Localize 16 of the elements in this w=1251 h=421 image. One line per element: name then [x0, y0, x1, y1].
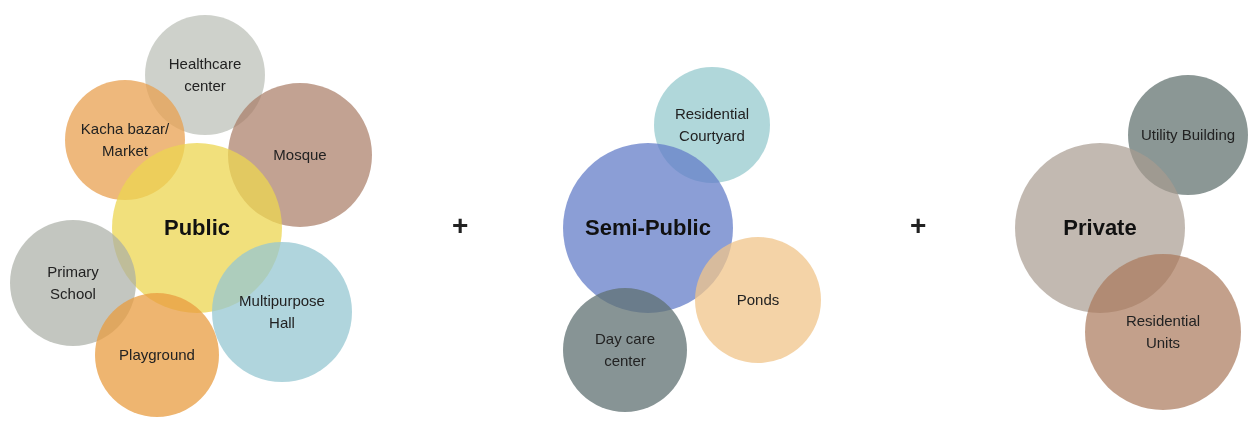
circle-label: Healthcare center: [167, 54, 243, 96]
circle-label: Utility Building: [1139, 125, 1237, 145]
circle-label: Ponds: [735, 290, 781, 310]
circle-label: Residential Courtyard: [673, 104, 751, 146]
plus-sign: +: [910, 210, 927, 242]
circle-label: Multipurpose Hall: [238, 291, 326, 333]
circle-heading: Private: [1062, 217, 1138, 239]
circle-heading: Public: [163, 217, 231, 239]
circle-label: Residential Units: [1124, 311, 1202, 353]
plus-sign: +: [452, 210, 469, 242]
circle-label: Kacha bazar/ Market: [79, 119, 171, 161]
circle-label: Playground: [118, 345, 196, 365]
circle-label: Primary School: [46, 262, 100, 304]
circle-label: Mosque: [272, 145, 328, 165]
circle-heading: Semi-Public: [584, 217, 712, 239]
circle-label: Day care center: [594, 329, 656, 371]
